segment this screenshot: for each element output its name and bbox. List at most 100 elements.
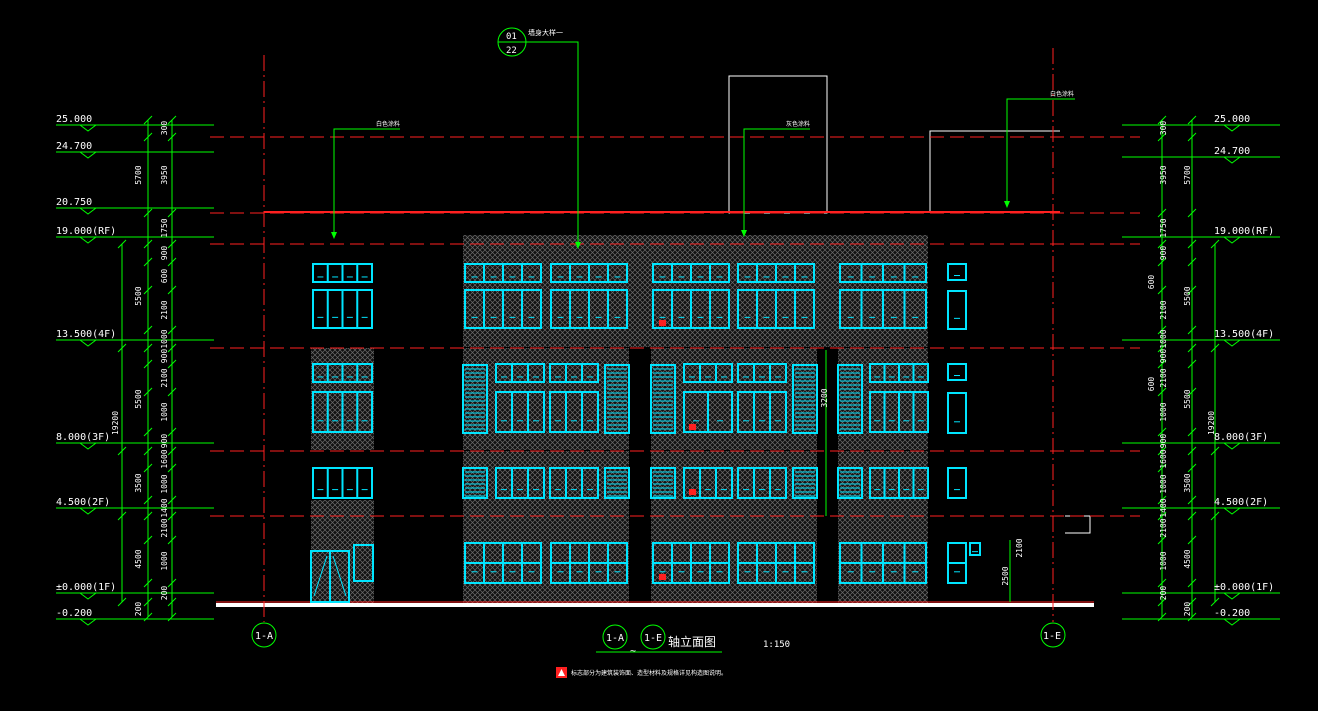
title-axis-from: 1-A [606, 633, 624, 644]
elevation-value: ±0.000(1F) [1214, 582, 1274, 593]
elevation-value: 24.700 [1214, 146, 1250, 157]
dim-tick [1187, 427, 1197, 437]
dim-tick [167, 495, 177, 505]
elevation-value: 8.000(3F) [1214, 432, 1268, 443]
elevation-marker: 8.000(3F) [56, 432, 214, 450]
title-bubble-1e [640, 624, 666, 650]
dim-tick [1187, 446, 1197, 456]
dimension-value: 2100 [160, 518, 169, 537]
window [947, 542, 967, 584]
dimension-value: 1000 [1159, 551, 1168, 570]
dim-tick [143, 208, 153, 218]
dim-tick [143, 463, 153, 473]
dimension-value: 300 [160, 121, 169, 136]
window [839, 289, 927, 329]
louver [604, 467, 630, 499]
window [869, 391, 929, 433]
hatch-panel [651, 451, 817, 604]
dimension-value: 900 [1159, 246, 1168, 261]
dim-tick [1157, 239, 1167, 249]
dim-tick [167, 427, 177, 437]
drawing-scale: 1:150 [763, 640, 790, 650]
dim-tick [1210, 446, 1220, 456]
dim-tick [167, 285, 177, 295]
dimension-value: 600 [160, 269, 169, 284]
red-markers [659, 320, 696, 580]
dimension-value: 5500 [1183, 389, 1192, 408]
dimension-value: 600 [1147, 377, 1156, 392]
dimension-ticks [117, 115, 1220, 622]
material-label-c: 白色涂料 [1050, 90, 1074, 98]
dim-tick [143, 578, 153, 588]
dim-tick [143, 511, 153, 521]
dimension-value: 1000 [1159, 474, 1168, 493]
detail-sheet: 22 [506, 46, 517, 56]
window [550, 542, 628, 584]
dimension-value: 2100 [160, 300, 169, 319]
dimension-value: 1000 [160, 551, 169, 570]
dim-tick [143, 257, 153, 267]
window [464, 263, 542, 283]
dim-tick [167, 132, 177, 142]
window [549, 467, 599, 499]
hatch-panel [651, 348, 817, 450]
dimension-value: 2100 [1015, 538, 1024, 557]
dim-tick [143, 597, 153, 607]
roof-parapet [929, 130, 1060, 213]
axis-label-1a: 1-A [255, 631, 273, 642]
dim-tick [1157, 495, 1167, 505]
dimension-value: 5500 [134, 286, 143, 305]
elevation-value: 19.000(RF) [1214, 226, 1274, 237]
elevation-value: ±0.000(1F) [56, 582, 116, 593]
window [947, 263, 967, 281]
window [683, 467, 733, 499]
dimension-value: 5500 [1183, 286, 1192, 305]
dimension-value: 5700 [134, 165, 143, 184]
window [312, 263, 373, 283]
dimension-value: 1000 [1159, 329, 1168, 348]
dim-tick [1157, 463, 1167, 473]
elevation-marker: 13.500(4F) [56, 329, 214, 347]
dim-tick [1187, 495, 1197, 505]
dim-tick [1187, 208, 1197, 218]
door-swing [332, 555, 347, 597]
window [737, 391, 787, 433]
elevation-marker: ±0.000(1F) [1122, 582, 1280, 600]
window [495, 467, 545, 499]
window [683, 363, 733, 383]
dim-tick [1187, 578, 1197, 588]
leader-arrows [331, 201, 1010, 249]
window [652, 263, 730, 283]
axis-bubble-1e [1040, 622, 1066, 648]
dim-tick [143, 132, 153, 142]
dimension-value: 1600 [1159, 449, 1168, 468]
louver [792, 467, 818, 499]
dim-tick [143, 343, 153, 353]
dimension-chains [121, 120, 1216, 617]
elevation-value: 4.500(2F) [56, 497, 110, 508]
elevation-value: 8.000(3F) [56, 432, 110, 443]
dimension-value: 4500 [134, 549, 143, 568]
window [495, 391, 545, 433]
dimension-value: 2100 [1159, 300, 1168, 319]
window [947, 467, 967, 499]
entrance-door [310, 544, 374, 603]
dimension-value: 1400 [160, 498, 169, 517]
dimension-value: 900 [160, 434, 169, 449]
dim-tick [1157, 446, 1167, 456]
window [549, 391, 599, 433]
detail-leader [526, 41, 579, 244]
dim-tick [1210, 597, 1220, 607]
elevation-value: 4.500(2F) [1214, 497, 1268, 508]
elevation-value: -0.200 [1214, 608, 1250, 619]
dim-tick [1157, 387, 1167, 397]
leader-a [333, 128, 400, 234]
dim-tick [167, 115, 177, 125]
dimension-value: 1000 [1159, 402, 1168, 421]
window [737, 542, 815, 584]
dim-tick [1157, 257, 1167, 267]
window [869, 363, 929, 383]
elevation-marker: ±0.000(1F) [56, 582, 214, 600]
dimension-value: 900 [160, 246, 169, 261]
